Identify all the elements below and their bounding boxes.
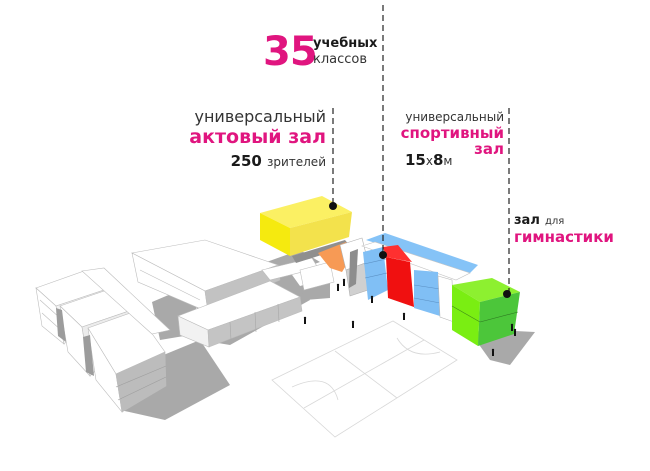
- gymnastics-hall-volume: [451, 278, 520, 346]
- size-times: х: [425, 154, 433, 168]
- classrooms-count: 35: [263, 29, 318, 75]
- sports-hall-line2: спортивный: [400, 124, 504, 142]
- person-icon: [510, 323, 514, 331]
- classrooms-label: 35: [263, 29, 318, 75]
- sports-classroom-bar: [361, 233, 478, 323]
- sports-hall-size: 15х8м: [405, 152, 452, 168]
- person-icon: [370, 295, 374, 303]
- leader-lines: [332, 5, 510, 292]
- sports-hall-label: универсальный спортивный зал: [396, 111, 504, 157]
- marker-dot-icon: [379, 251, 387, 259]
- person-icon: [402, 312, 406, 320]
- sports-court-outline: [271, 320, 458, 438]
- capacity-number: 250: [230, 152, 262, 170]
- gym-line2: гимнастики: [514, 228, 614, 246]
- existing-blocks-left: [35, 267, 171, 414]
- person-icon: [303, 316, 307, 324]
- person-icon: [342, 278, 346, 286]
- person-icons: [303, 278, 517, 356]
- size-unit: м: [443, 154, 453, 168]
- classrooms-text: учебных классов: [313, 37, 377, 66]
- person-icon: [491, 348, 495, 356]
- gym-line1-thin: для: [544, 216, 565, 227]
- leader-markers: [329, 202, 511, 298]
- size-width: 15: [405, 151, 426, 169]
- classrooms-line1: учебных: [313, 36, 378, 51]
- assembly-hall-capacity: 250 зрителей: [170, 153, 326, 169]
- sports-hall-line1: универсальный: [405, 110, 504, 124]
- person-icon: [336, 283, 340, 291]
- gymnastics-hall-label: зал для гимнастики: [514, 211, 614, 245]
- assembly-hall-title: актовый зал: [189, 126, 326, 148]
- assembly-hall-label: универсальный актовый зал 250 зрителей: [170, 109, 326, 169]
- capacity-unit: зрителей: [266, 155, 326, 169]
- assembly-hall-volume: [260, 196, 352, 272]
- size-length: 8: [432, 151, 444, 169]
- assembly-hall-line1: универсальный: [194, 107, 326, 126]
- gym-line1-bold: зал: [514, 213, 540, 228]
- connector-frames: [339, 237, 369, 297]
- marker-dot-icon: [329, 202, 337, 210]
- marker-dot-icon: [503, 290, 511, 298]
- classrooms-line2: классов: [313, 52, 368, 67]
- person-icon: [513, 328, 517, 336]
- person-icon: [351, 320, 355, 328]
- existing-blocks-centre: [131, 239, 335, 348]
- sports-hall-line3: зал: [474, 140, 504, 158]
